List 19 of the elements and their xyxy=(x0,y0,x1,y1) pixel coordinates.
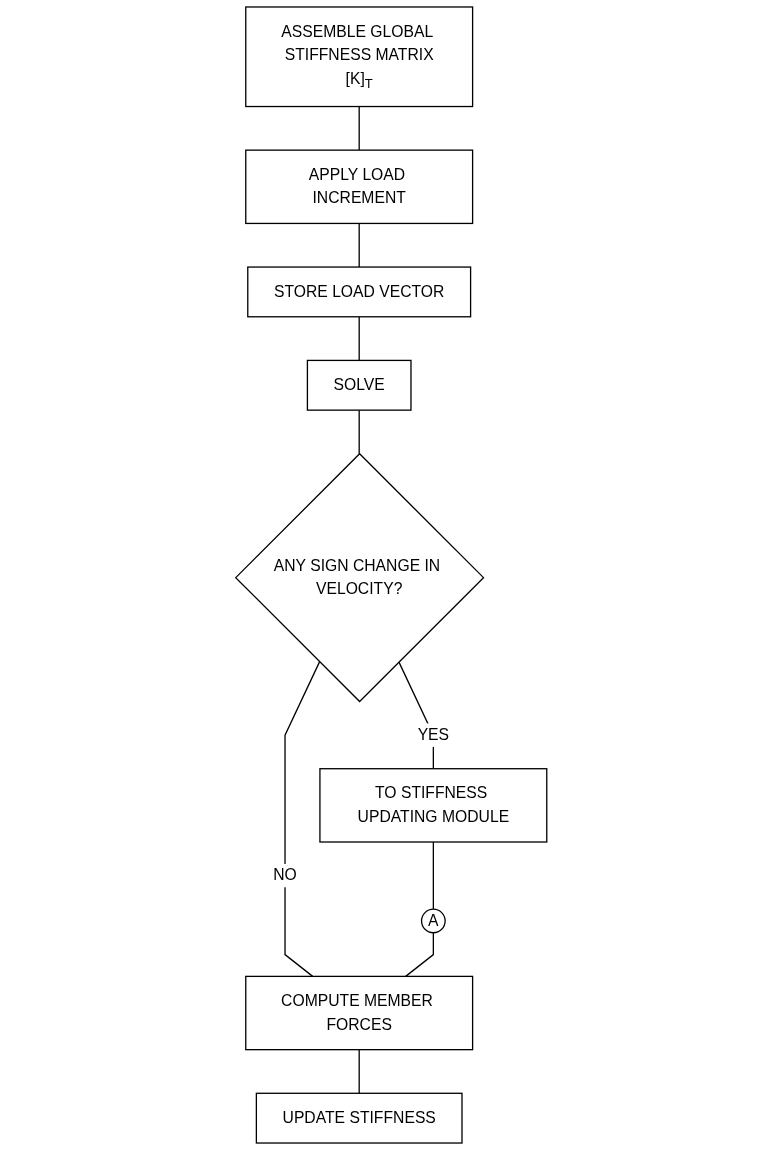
connector xyxy=(358,105,361,151)
connector xyxy=(358,316,361,362)
node-diamond: ANY SIGN CHANGE IN VELOCITY? xyxy=(235,452,485,703)
node-circle: A xyxy=(421,908,447,934)
node-box: ASSEMBLE GLOBAL STIFFNESS MATRIX [K]$_{T}$ xyxy=(245,6,474,108)
edge-label: NO xyxy=(273,866,298,884)
node-box: TO STIFFNESS UPDATING MODULE xyxy=(319,768,548,843)
node-box: STORE LOAD VECTOR xyxy=(247,266,472,318)
node-box: COMPUTE MEMBER FORCES xyxy=(245,975,474,1051)
connector xyxy=(432,841,435,910)
connector xyxy=(405,932,435,978)
node-box: SOLVE xyxy=(307,359,412,411)
edge-label: YES xyxy=(417,725,450,744)
connector xyxy=(358,222,361,268)
connector xyxy=(358,1049,361,1094)
node-box: APPLY LOAD INCREMENT xyxy=(245,149,474,225)
connector xyxy=(284,661,321,978)
node-box: UPDATE STIFFNESS xyxy=(255,1092,463,1144)
connector xyxy=(358,409,361,455)
